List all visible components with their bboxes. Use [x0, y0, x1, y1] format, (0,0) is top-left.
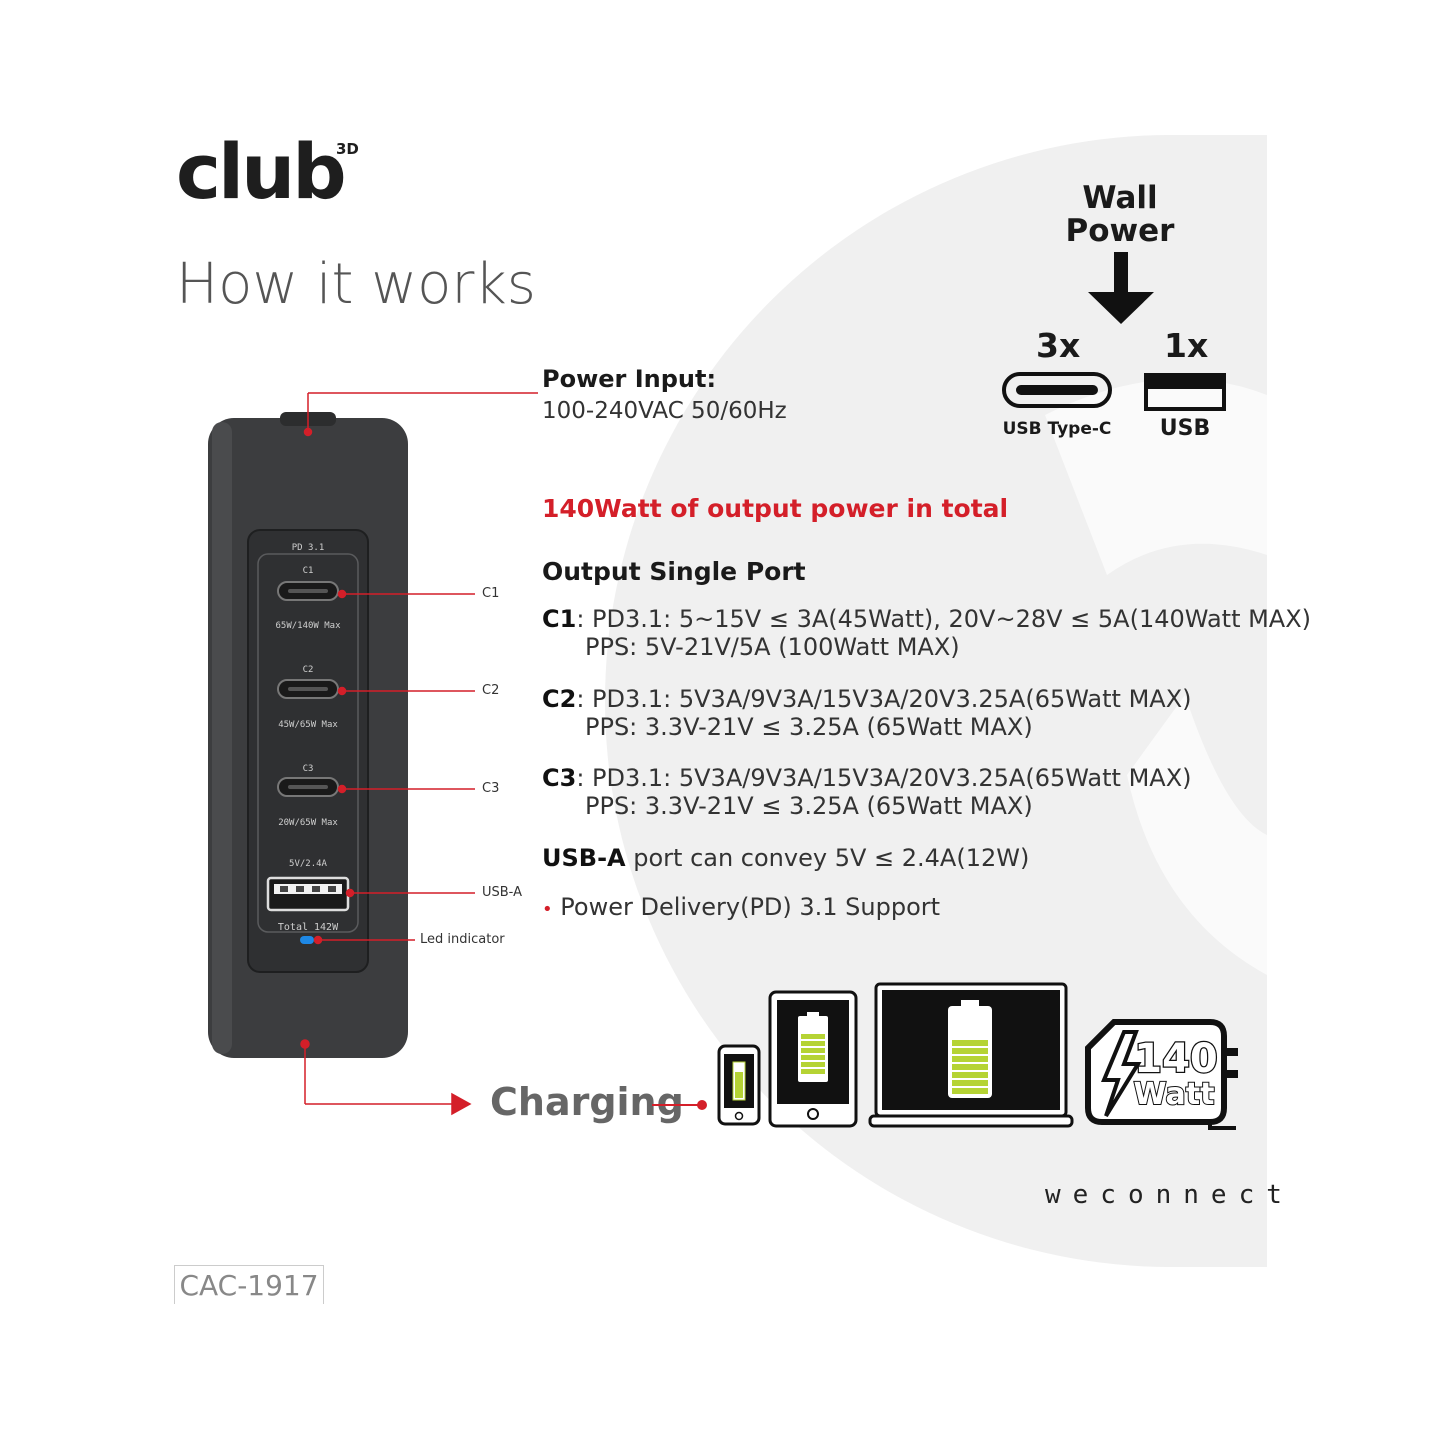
laptop-icon [868, 982, 1074, 1128]
callout-c2: C2 [482, 683, 500, 698]
callout-c1: C1 [482, 586, 500, 601]
spec-c2-line2: PPS: 3.3V-21V ≤ 3.25A (65Watt MAX) [585, 713, 1033, 741]
wall-title-line1: Wall [1082, 180, 1158, 216]
spec-bullet: • Power Delivery(PD) 3.1 Support [542, 893, 940, 921]
callout-usba: USB-A [482, 885, 522, 900]
pd-label: PD 3.1 [292, 543, 325, 553]
typec-quantity: 3x [1036, 326, 1081, 365]
port-c1-rating: 65W/140W Max [275, 621, 341, 631]
port-c3-id: C3 [303, 764, 314, 774]
charging-arrow [652, 1100, 707, 1110]
background-logo-shape [605, 135, 1267, 1267]
typec-label: USB Type-C [1002, 419, 1112, 439]
spec-c1-label: C1 [542, 605, 577, 633]
spec-usba-text: port can convey 5V ≤ 2.4A(12W) [625, 844, 1030, 872]
spec-c2-line1: : PD3.1: 5V3A/9V3A/15V3A/20V3.25A(65Watt… [576, 685, 1192, 713]
spec-usba-label: USB-A [542, 844, 626, 872]
badge-unit: Watt [1134, 1077, 1215, 1112]
down-arrow-icon [1088, 252, 1154, 324]
spec-c1: C1: PD3.1: 5~15V ≤ 3A(45Watt), 20V~28V ≤… [542, 605, 1311, 661]
badge-number: 140 [1134, 1036, 1218, 1082]
model-number: CAC-1917 [174, 1265, 324, 1304]
brand-logo: club [176, 127, 347, 216]
spec-c3-line1: : PD3.1: 5V3A/9V3A/15V3A/20V3.25A(65Watt… [576, 764, 1192, 792]
output-single-port-title: Output Single Port [542, 557, 806, 586]
spec-c1-line2: PPS: 5V-21V/5A (100Watt MAX) [585, 633, 960, 661]
port-c2-rating: 45W/65W Max [278, 720, 338, 730]
wall-title-line2: Power [1065, 213, 1175, 249]
power-input-value: 100-240VAC 50/60Hz [542, 398, 787, 424]
bullet-dot: • [542, 899, 553, 920]
charging-label: Charging [490, 1080, 684, 1124]
spec-c2: C2: PD3.1: 5V3A/9V3A/15V3A/20V3.25A(65Wa… [542, 685, 1192, 741]
brand-superscript: 3D [336, 140, 359, 158]
spec-usba: USB-A port can convey 5V ≤ 2.4A(12W) [542, 844, 1029, 872]
usb-c-port-icon [1002, 372, 1112, 408]
port-c1-id: C1 [303, 566, 314, 576]
total-power-headline: 140Watt of output power in total [542, 494, 1009, 523]
power-input-title: Power Input: [542, 365, 717, 393]
charger-device: PD 3.1 C1 65W/140W Max C2 45W/65W Max C3… [208, 392, 538, 1116]
tablet-icon [768, 990, 858, 1128]
spec-c2-label: C2 [542, 685, 577, 713]
wall-power-title: Wall Power [1064, 182, 1176, 248]
watt-badge-icon: 140 Watt [1085, 1019, 1238, 1130]
spec-c3-line2: PPS: 3.3V-21V ≤ 3.25A (65Watt MAX) [585, 792, 1033, 820]
phone-icon [717, 1044, 761, 1126]
usb-quantity: 1x [1164, 326, 1209, 365]
total-label: Total 142W [278, 922, 339, 933]
spec-c1-line1: : PD3.1: 5~15V ≤ 3A(45Watt), 20V~28V ≤ 5… [576, 605, 1312, 633]
page-title: How it works [176, 252, 536, 317]
spec-c3-label: C3 [542, 764, 577, 792]
callout-c3: C3 [482, 781, 500, 796]
port-panel [247, 529, 369, 973]
usb-a-port-icon [1144, 373, 1226, 411]
usb-label: USB [1159, 416, 1211, 441]
port-c2-id: C2 [303, 665, 314, 675]
led-indicator [300, 936, 314, 944]
spec-c3: C3: PD3.1: 5V3A/9V3A/15V3A/20V3.25A(65Wa… [542, 764, 1192, 820]
spec-bullet-text: Power Delivery(PD) 3.1 Support [560, 893, 941, 921]
usba-rating: 5V/2.4A [289, 859, 328, 869]
weconnect-tagline: weconnect [1045, 1180, 1294, 1210]
callout-led: Led indicator [420, 932, 505, 947]
port-c3-rating: 20W/65W Max [278, 818, 338, 828]
